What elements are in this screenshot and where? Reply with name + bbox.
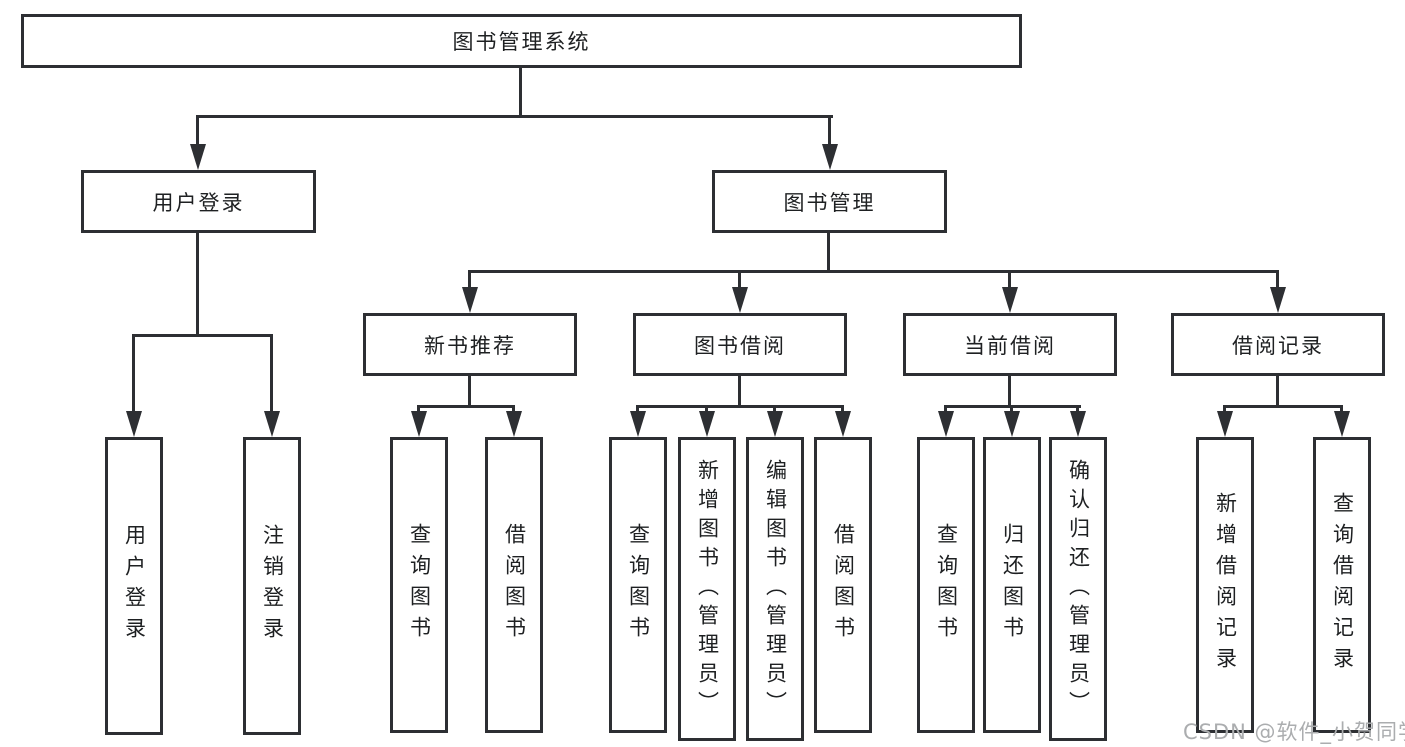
node-book-management-branch: 图书管理: [712, 170, 947, 233]
leaf-label: 借阅图书: [502, 523, 527, 647]
arrowhead-borrow-records: [1270, 287, 1286, 313]
node-label: 当前借阅: [964, 333, 1056, 358]
node-book-borrow: 图书借阅: [633, 313, 847, 376]
connector-stem-book-borrow: [738, 270, 741, 295]
connector-management-stub: [827, 231, 830, 272]
leaf-label: 查询借阅记录: [1330, 492, 1355, 678]
arrowhead-management: [822, 144, 838, 170]
node-root: 图书管理系统: [21, 14, 1022, 68]
connector-new-books-horizontal: [417, 405, 515, 408]
node-current-borrow: 当前借阅: [903, 313, 1117, 376]
node-user-login-branch: 用户登录: [81, 170, 316, 233]
connector-login-horizontal: [132, 334, 273, 337]
connector-current-borrow-stub: [1008, 374, 1011, 407]
connector-stem-borrow-records: [1276, 270, 1279, 295]
leaf-label: 注销登录: [260, 524, 285, 648]
leaf-edit-books-admin: 编辑图书（管理员）: [746, 437, 804, 741]
arrowhead-logout: [264, 411, 280, 437]
arrowhead-login: [190, 144, 206, 170]
connector-new-books-stub: [468, 374, 471, 407]
connector-stem-current-borrow: [1008, 270, 1011, 295]
arrowhead-current-borrow: [1002, 287, 1018, 313]
connector-stem-login: [196, 115, 199, 152]
connector-management-horizontal: [468, 270, 1279, 273]
connector-login-stub: [196, 231, 199, 336]
node-new-book-recommend: 新书推荐: [363, 313, 577, 376]
arrowhead-leaf: [767, 411, 783, 437]
connector-root-horizontal: [197, 115, 833, 118]
connector-stem-management: [828, 115, 831, 152]
leaf-return-books: 归还图书: [983, 437, 1041, 733]
connector-root-stub: [519, 66, 522, 118]
leaf-label: 确认归还（管理员）: [1066, 458, 1091, 720]
leaf-confirm-return-admin: 确认归还（管理员）: [1049, 437, 1107, 741]
leaf-logout: 注销登录: [243, 437, 301, 735]
node-label: 图书管理: [783, 190, 876, 215]
leaf-label: 归还图书: [1000, 523, 1025, 647]
connector-borrow-records-stub: [1276, 374, 1279, 407]
arrowhead-book-borrow: [732, 287, 748, 313]
leaf-borrow-books: 借阅图书: [814, 437, 872, 733]
leaf-borrow-books: 借阅图书: [485, 437, 543, 733]
leaf-query-borrow-record: 查询借阅记录: [1313, 437, 1371, 733]
leaf-label: 用户登录: [122, 524, 147, 648]
leaf-query-books: 查询图书: [390, 437, 448, 733]
arrowhead-leaf: [1070, 411, 1086, 437]
leaf-query-books: 查询图书: [917, 437, 975, 733]
connector-borrow-records-horizontal: [1223, 405, 1343, 408]
arrowhead-leaf: [506, 411, 522, 437]
node-label: 图书借阅: [694, 333, 786, 358]
arrowhead-leaf: [1004, 411, 1020, 437]
node-label: 新书推荐: [424, 333, 516, 358]
connector-book-borrow-horizontal: [636, 405, 844, 408]
connector-stem-new-books: [468, 270, 471, 295]
arrowhead-leaf: [411, 411, 427, 437]
connector-stem-user-login: [132, 334, 135, 419]
leaf-label: 编辑图书（管理员）: [763, 458, 788, 720]
node-label: 借阅记录: [1232, 333, 1324, 358]
arrowhead-leaf: [835, 411, 851, 437]
connector-stem-logout: [270, 334, 273, 419]
arrowhead-user-login: [126, 411, 142, 437]
arrowhead-leaf: [1217, 411, 1233, 437]
leaf-label: 新增图书（管理员）: [695, 458, 720, 720]
leaf-user-login: 用户登录: [105, 437, 163, 735]
leaf-label: 新增借阅记录: [1213, 492, 1238, 678]
leaf-label: 借阅图书: [831, 523, 856, 647]
arrowhead-leaf: [1334, 411, 1350, 437]
leaf-label: 查询图书: [626, 523, 651, 647]
leaf-query-books: 查询图书: [609, 437, 667, 733]
arrowhead-new-books: [462, 287, 478, 313]
node-label: 用户登录: [152, 190, 245, 215]
connector-book-borrow-stub: [738, 374, 741, 407]
node-borrow-records: 借阅记录: [1171, 313, 1385, 376]
arrowhead-leaf: [938, 411, 954, 437]
watermark: CSDN @软件_小贺同学: [1183, 720, 1405, 744]
leaf-label: 查询图书: [407, 523, 432, 647]
leaf-add-borrow-record: 新增借阅记录: [1196, 437, 1254, 733]
arrowhead-leaf: [630, 411, 646, 437]
node-root-label: 图书管理系统: [452, 30, 591, 54]
leaf-label: 查询图书: [934, 523, 959, 647]
arrowhead-leaf: [699, 411, 715, 437]
leaf-add-books-admin: 新增图书（管理员）: [678, 437, 736, 741]
